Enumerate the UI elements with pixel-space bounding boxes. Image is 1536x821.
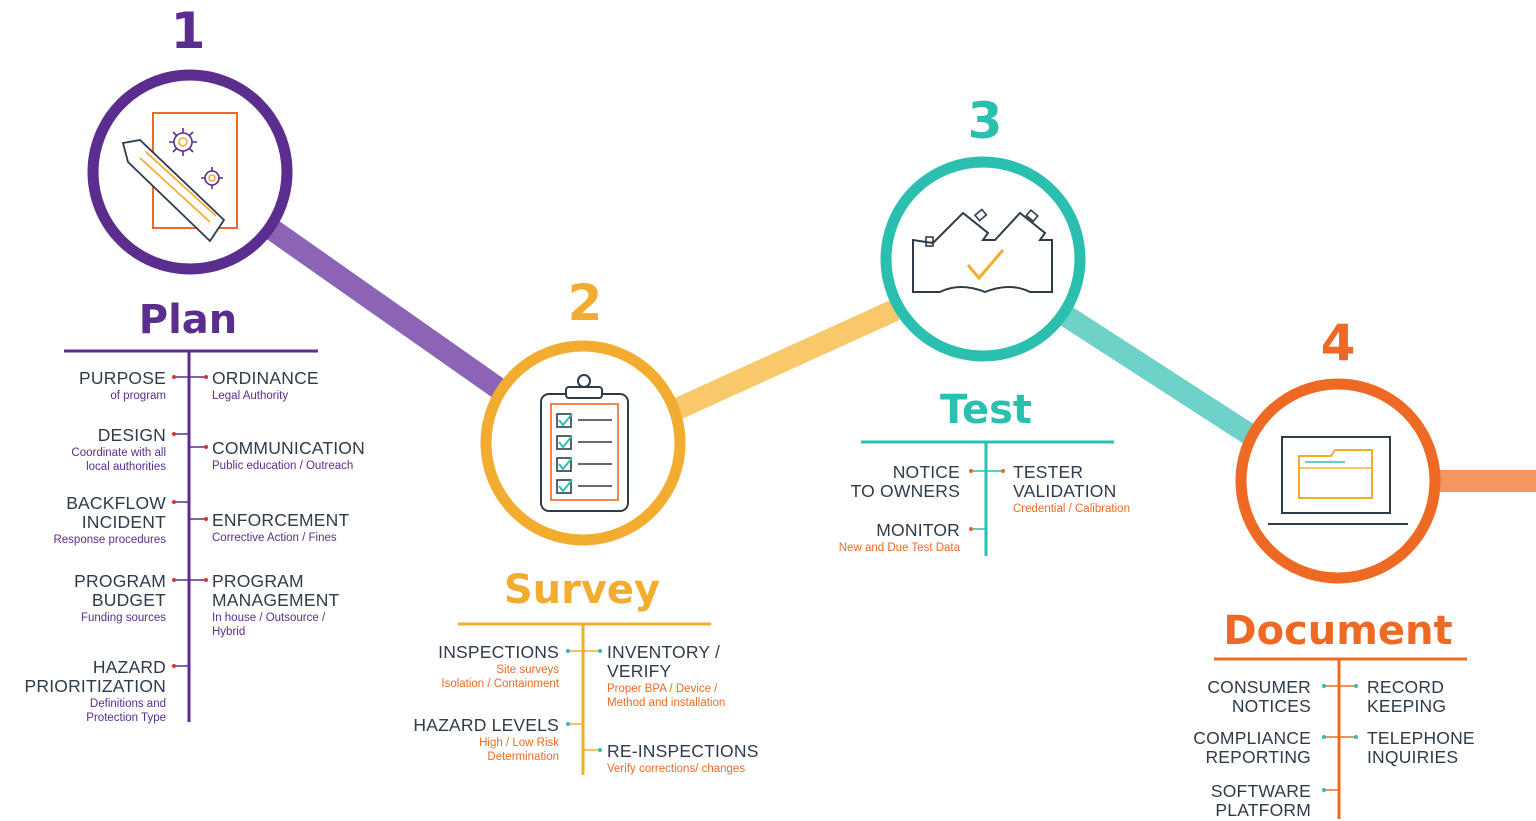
survey-item: INVENTORY / VERIFY Proper BPA / Device /… (607, 642, 726, 710)
branch-dot (1354, 684, 1358, 688)
branch-dot (566, 649, 570, 653)
plan-item: COMMUNICATION Public education / Outreac… (212, 438, 365, 473)
test-title: Test (939, 387, 1033, 433)
branch-dot (204, 375, 208, 379)
connector-test-document (1054, 302, 1261, 448)
plan-item: ORDINANCE Legal Authority (212, 368, 319, 403)
plan-circle (87, 69, 293, 275)
survey-title: Survey (503, 567, 661, 613)
branch-dot (1322, 788, 1326, 792)
test-number: 3 (967, 92, 1003, 150)
branch-dot (598, 748, 602, 752)
document-item: CONSUMER NOTICES (1207, 677, 1311, 716)
plan-item: PROGRAM MANAGEMENT In house / Outsource … (212, 571, 340, 639)
branch-dot (1322, 735, 1326, 739)
survey-item: INSPECTIONS Site surveys Isolation / Con… (438, 642, 559, 691)
test-item: MONITOR New and Due Test Data (838, 520, 960, 555)
document-circle (1235, 378, 1441, 584)
clipboard-checklist-icon (540, 374, 629, 512)
branch-dot (172, 578, 176, 582)
laptop-folder-icon (1268, 436, 1408, 525)
survey-item: RE-INSPECTIONS Verify corrections/ chang… (607, 741, 759, 776)
branch-dot (1001, 469, 1005, 473)
test-item: NOTICE TO OWNERS (850, 462, 960, 501)
branch-dot (566, 722, 570, 726)
connector-plan-survey (263, 218, 512, 403)
document-title: Document (1223, 608, 1453, 654)
plan-item: PROGRAM BUDGET Funding sources (74, 571, 166, 625)
branch-ticks (172, 375, 1358, 792)
test-item: TESTER VALIDATION Credential / Calibrati… (1013, 462, 1130, 516)
document-item: TELEPHONE INQUIRIES (1367, 728, 1475, 767)
branch-dot (172, 664, 176, 668)
connector-survey-test (670, 299, 900, 421)
document-item: COMPLIANCE REPORTING (1193, 728, 1311, 767)
survey-number: 2 (567, 274, 603, 332)
backflow-valve-check-icon (912, 208, 1053, 294)
plan-item: PURPOSE of program (79, 368, 166, 403)
survey-circle (480, 340, 686, 546)
branch-dot (172, 432, 176, 436)
branch-dot (204, 578, 208, 582)
document-item: RECORD KEEPING (1367, 677, 1447, 716)
plan-item: ENFORCEMENT Corrective Action / Fines (212, 510, 350, 545)
branch-dot (172, 500, 176, 504)
branch-dot (598, 649, 602, 653)
test-circle (880, 156, 1086, 362)
plan-item: DESIGN Coordinate with all local authori… (71, 425, 166, 474)
document-number: 4 (1320, 314, 1356, 372)
document-item: SOFTWARE PLATFORM (1210, 781, 1311, 820)
document-pencil-gears-icon (121, 112, 238, 243)
plan-item: HAZARD PRIORITIZATION Definitions and Pr… (24, 657, 166, 725)
branch-dot (1354, 735, 1358, 739)
branch-dot (969, 527, 973, 531)
branch-dot (969, 469, 973, 473)
branch-dot (204, 517, 208, 521)
plan-item: BACKFLOW INCIDENT Response procedures (53, 493, 166, 547)
plan-title: Plan (138, 297, 238, 343)
branch-dot (204, 445, 208, 449)
plan-number: 1 (170, 2, 206, 60)
branch-dot (172, 375, 176, 379)
branch-dot (1322, 684, 1326, 688)
survey-item: HAZARD LEVELS High / Low Risk Determinat… (413, 715, 559, 764)
